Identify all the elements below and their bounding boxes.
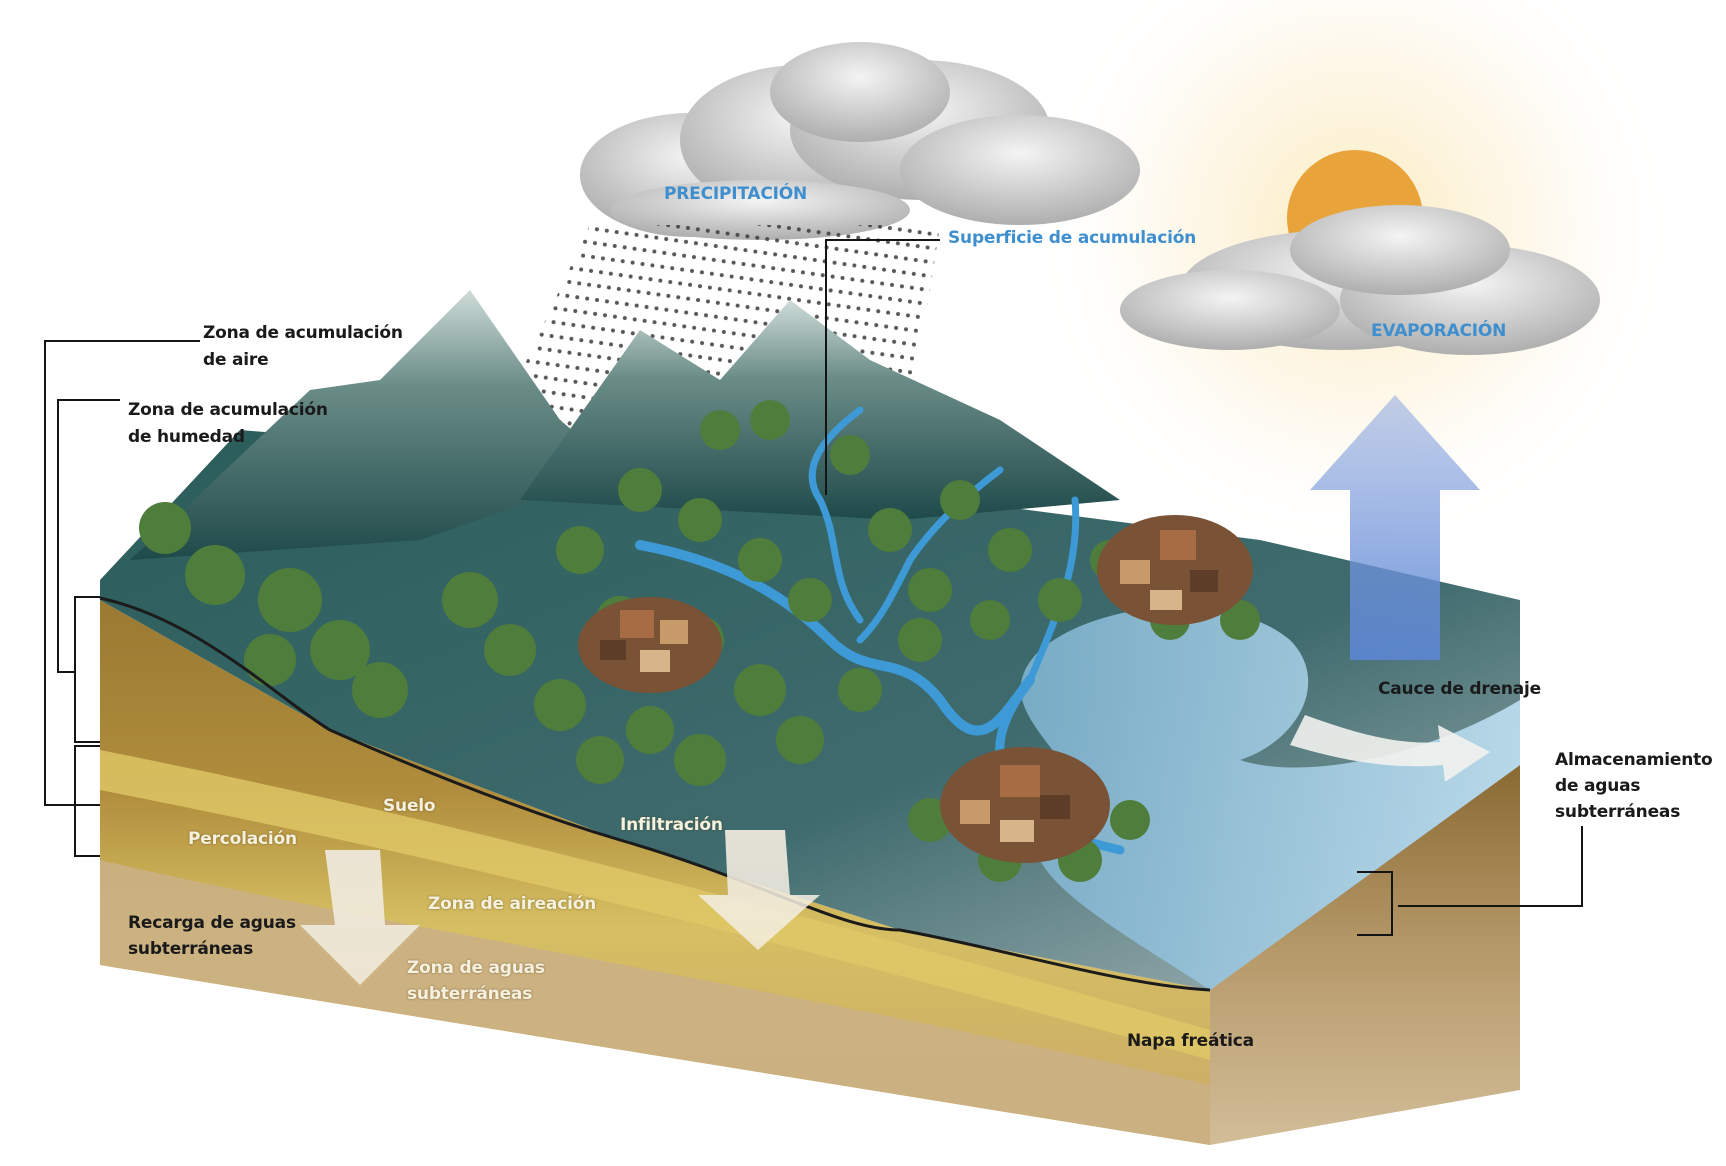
leader-lines (44, 239, 1583, 936)
drainage-arrow (1290, 715, 1490, 782)
percolation-arrow (300, 850, 420, 985)
label-percolacion: Percolación (188, 829, 297, 849)
evaporation-cloud (1120, 205, 1600, 355)
rain-cloud (580, 42, 1140, 240)
label-recarga-line2: subterráneas (128, 939, 254, 959)
label-zona-aire-line2: de aire (203, 350, 269, 370)
label-zona-aire-line1: Zona de acumulación (203, 323, 403, 343)
label-suelo: Suelo (383, 796, 436, 816)
label-napa-freatica: Napa freática (1127, 1031, 1254, 1051)
block-right-side (1210, 765, 1520, 1145)
mountain-left (130, 290, 620, 560)
label-recarga-line1: Recarga de aguas (128, 913, 296, 933)
leader-superficie (825, 239, 940, 495)
river (635, 540, 1035, 736)
lake (1020, 607, 1520, 990)
label-zona-humedad-line1: Zona de acumulación (128, 400, 328, 420)
town-3 (940, 747, 1110, 863)
infiltration-arrow (698, 830, 820, 950)
label-precipitacion: PRECIPITACIÓN (664, 184, 808, 204)
ground-surface-line (99, 596, 1211, 992)
label-zona-aguas-line2: subterráneas (407, 984, 533, 1004)
label-zona-aireacion: Zona de aireación (428, 894, 597, 914)
label-infiltracion: Infiltración (620, 815, 723, 835)
river-tributary-1 (808, 406, 864, 624)
bracket-aire (44, 340, 200, 806)
mountain-right (520, 300, 1120, 520)
label-superficie-acumulacion: Superficie de acumulación (948, 228, 1197, 248)
label-cauce-drenaje: Cauce de drenaje (1378, 679, 1542, 699)
evaporation-arrow (1310, 395, 1480, 660)
label-zona-humedad-line2: de humedad (128, 427, 245, 447)
aeration-band (100, 750, 1210, 1060)
leader-almacenamiento (1398, 826, 1583, 907)
town-1 (578, 597, 722, 693)
label-almacenamiento-line2: de aguas (1555, 776, 1641, 796)
bracket-soil-upper (74, 596, 100, 743)
label-almacenamiento-line1: Almacenamiento (1555, 750, 1713, 770)
bracket-soil-lower (74, 745, 100, 857)
label-zona-aguas-line1: Zona de aguas (407, 958, 545, 978)
bracket-almacenamiento (1357, 871, 1393, 936)
bracket-humedad (57, 399, 120, 673)
label-almacenamiento-line3: subterráneas (1555, 802, 1681, 822)
label-evaporacion: EVAPORACIÓN (1371, 321, 1507, 341)
town-2 (1097, 515, 1253, 625)
